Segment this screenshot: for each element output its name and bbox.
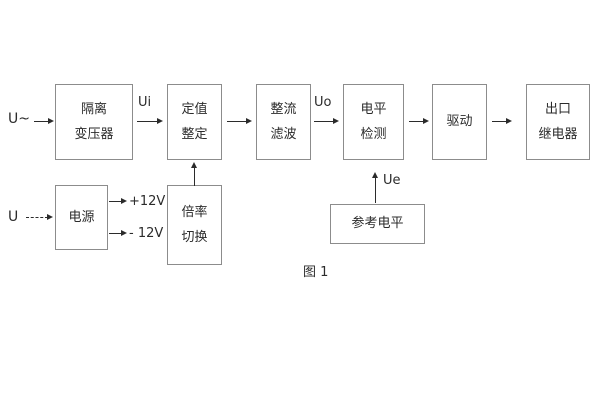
block-output-relay[interactable]: 出口 继电器 — [526, 84, 590, 160]
block-multiplier-switch[interactable]: 倍率 切换 — [167, 185, 222, 265]
rail-neg-label: - 12V — [129, 226, 164, 241]
block-line: 倍率 — [181, 204, 208, 220]
multiplier-to-setpoint-line — [194, 168, 195, 186]
block-line: 出口 — [544, 101, 571, 117]
ue-line — [375, 178, 376, 203]
dc-input-label: U — [8, 209, 19, 225]
block-line: 整流 — [270, 101, 297, 117]
block-isolation-transformer[interactable]: 隔离 变压器 — [55, 84, 133, 160]
block-setpoint-setting[interactable]: 定值 整定 — [167, 84, 222, 160]
block-line: 变压器 — [74, 126, 114, 142]
ac-input-label: U~ — [8, 111, 30, 127]
block-line: 参考电平 — [351, 216, 404, 232]
block-line: 切换 — [181, 229, 208, 245]
rail-pos-arrowhead — [121, 197, 127, 204]
block-line: 驱动 — [446, 114, 473, 130]
ui-arrowhead — [157, 117, 163, 124]
ac-input-line — [34, 121, 49, 122]
level-to-driver-arrowhead — [423, 117, 429, 124]
driver-to-relay-arrowhead — [506, 117, 512, 124]
rail-pos-label: +12V — [129, 194, 166, 209]
rail-pos-line — [109, 201, 123, 202]
driver-to-relay-line — [492, 121, 508, 122]
multiplier-to-setpoint-arrowhead — [190, 162, 197, 168]
rail-neg-arrowhead — [121, 229, 127, 236]
block-line: 滤波 — [270, 126, 297, 142]
block-reference-level[interactable]: 参考电平 — [330, 204, 425, 244]
block-rectifier-filter[interactable]: 整流 滤波 — [256, 84, 311, 160]
level-to-driver-line — [409, 121, 425, 122]
ui-line — [137, 121, 158, 122]
ac-input-arrowhead — [48, 117, 54, 124]
block-driver[interactable]: 驱动 — [432, 84, 487, 160]
block-line: 整定 — [181, 126, 208, 142]
setpoint-to-rectifier-line — [227, 121, 248, 122]
block-line: 继电器 — [538, 126, 578, 142]
rail-neg-line — [109, 233, 123, 234]
block-power-supply[interactable]: 电源 — [55, 185, 108, 250]
block-line: 电源 — [68, 209, 95, 225]
ue-arrowhead — [371, 172, 378, 178]
block-line: 检测 — [360, 126, 387, 142]
block-line: 隔离 — [80, 101, 107, 117]
uo-line — [314, 121, 335, 122]
ui-label: Ui — [138, 95, 152, 110]
dc-input-arrowhead — [47, 213, 53, 220]
block-level-detection[interactable]: 电平 检测 — [343, 84, 404, 160]
figure-caption: 图 1 — [303, 265, 329, 280]
uo-arrowhead — [333, 117, 339, 124]
setpoint-to-rectifier-arrowhead — [246, 117, 252, 124]
block-line: 定值 — [181, 101, 208, 117]
uo-label: Uo — [314, 95, 332, 110]
dc-input-dashed-line — [26, 217, 48, 218]
ue-label: Ue — [383, 173, 401, 188]
block-line: 电平 — [360, 101, 387, 117]
